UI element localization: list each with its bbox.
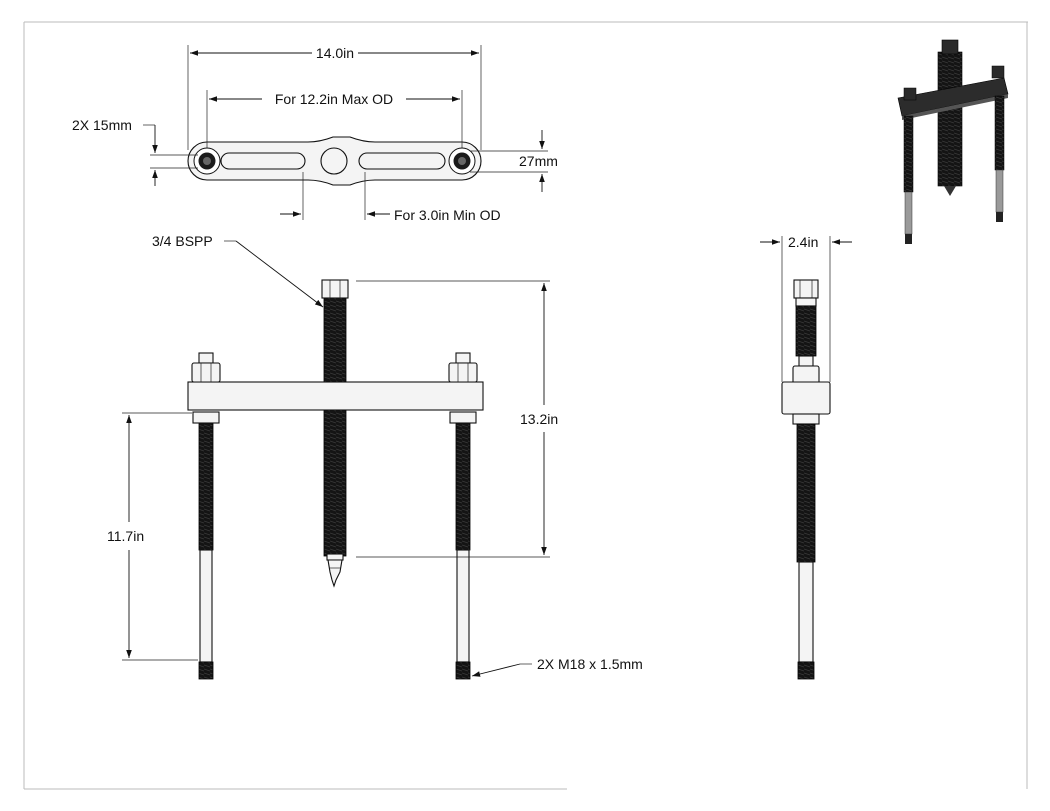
isometric-view: [897, 39, 1009, 244]
top-view-slot-left: [220, 152, 306, 170]
top-view-center-hole: [320, 147, 348, 175]
side-view-leg: [796, 423, 816, 680]
min-od-label: For 3.0in Min OD: [394, 207, 501, 223]
dim-overall-width: 14.0in: [187, 45, 482, 150]
overall-width-label: 14.0in: [316, 45, 354, 61]
leg-thread-label: 2X M18 x 1.5mm: [537, 656, 643, 672]
dim-min-od: For 3.0in Min OD: [280, 172, 501, 223]
dim-leg-length: 11.7in: [107, 412, 198, 661]
front-view: [187, 279, 484, 680]
dim-screw-length: 13.2in: [356, 280, 558, 558]
hole-diameter-label: 2X 15mm: [72, 117, 132, 133]
screw-length-label: 13.2in: [520, 411, 558, 427]
front-view-beam: [187, 381, 484, 411]
leader-center-thread: 3/4 BSPP: [152, 233, 324, 308]
left-top-nut: [191, 352, 221, 383]
left-leg: [192, 411, 220, 680]
leader-leg-thread: 2X M18 x 1.5mm: [471, 656, 643, 677]
side-view-nut: [792, 355, 820, 385]
top-view-slot-right: [358, 152, 446, 170]
dim-max-od: For 12.2in Max OD: [206, 90, 463, 148]
right-top-nut: [448, 352, 478, 383]
max-od-label: For 12.2in Max OD: [275, 91, 393, 107]
side-view-beam: [781, 381, 831, 415]
beam-height-label: 27mm: [519, 153, 558, 169]
sheet-border: [23, 21, 1028, 790]
side-view-screw: [793, 279, 819, 357]
side-view-lower-nut: [792, 413, 820, 425]
dim-beam-height: 27mm: [470, 130, 558, 192]
top-view: [187, 136, 482, 186]
dim-hole-diameter: 2X 15mm: [72, 117, 198, 186]
side-width-label: 2.4in: [788, 234, 818, 250]
top-view-right-nut: [448, 147, 476, 175]
center-thread-label: 3/4 BSPP: [152, 233, 213, 249]
dim-side-width: 2.4in: [760, 234, 852, 382]
right-leg: [449, 411, 477, 680]
leg-length-label: 11.7in: [107, 528, 144, 544]
center-forcing-screw: [321, 279, 349, 588]
side-view: [781, 279, 831, 680]
top-view-left-nut: [193, 147, 221, 175]
